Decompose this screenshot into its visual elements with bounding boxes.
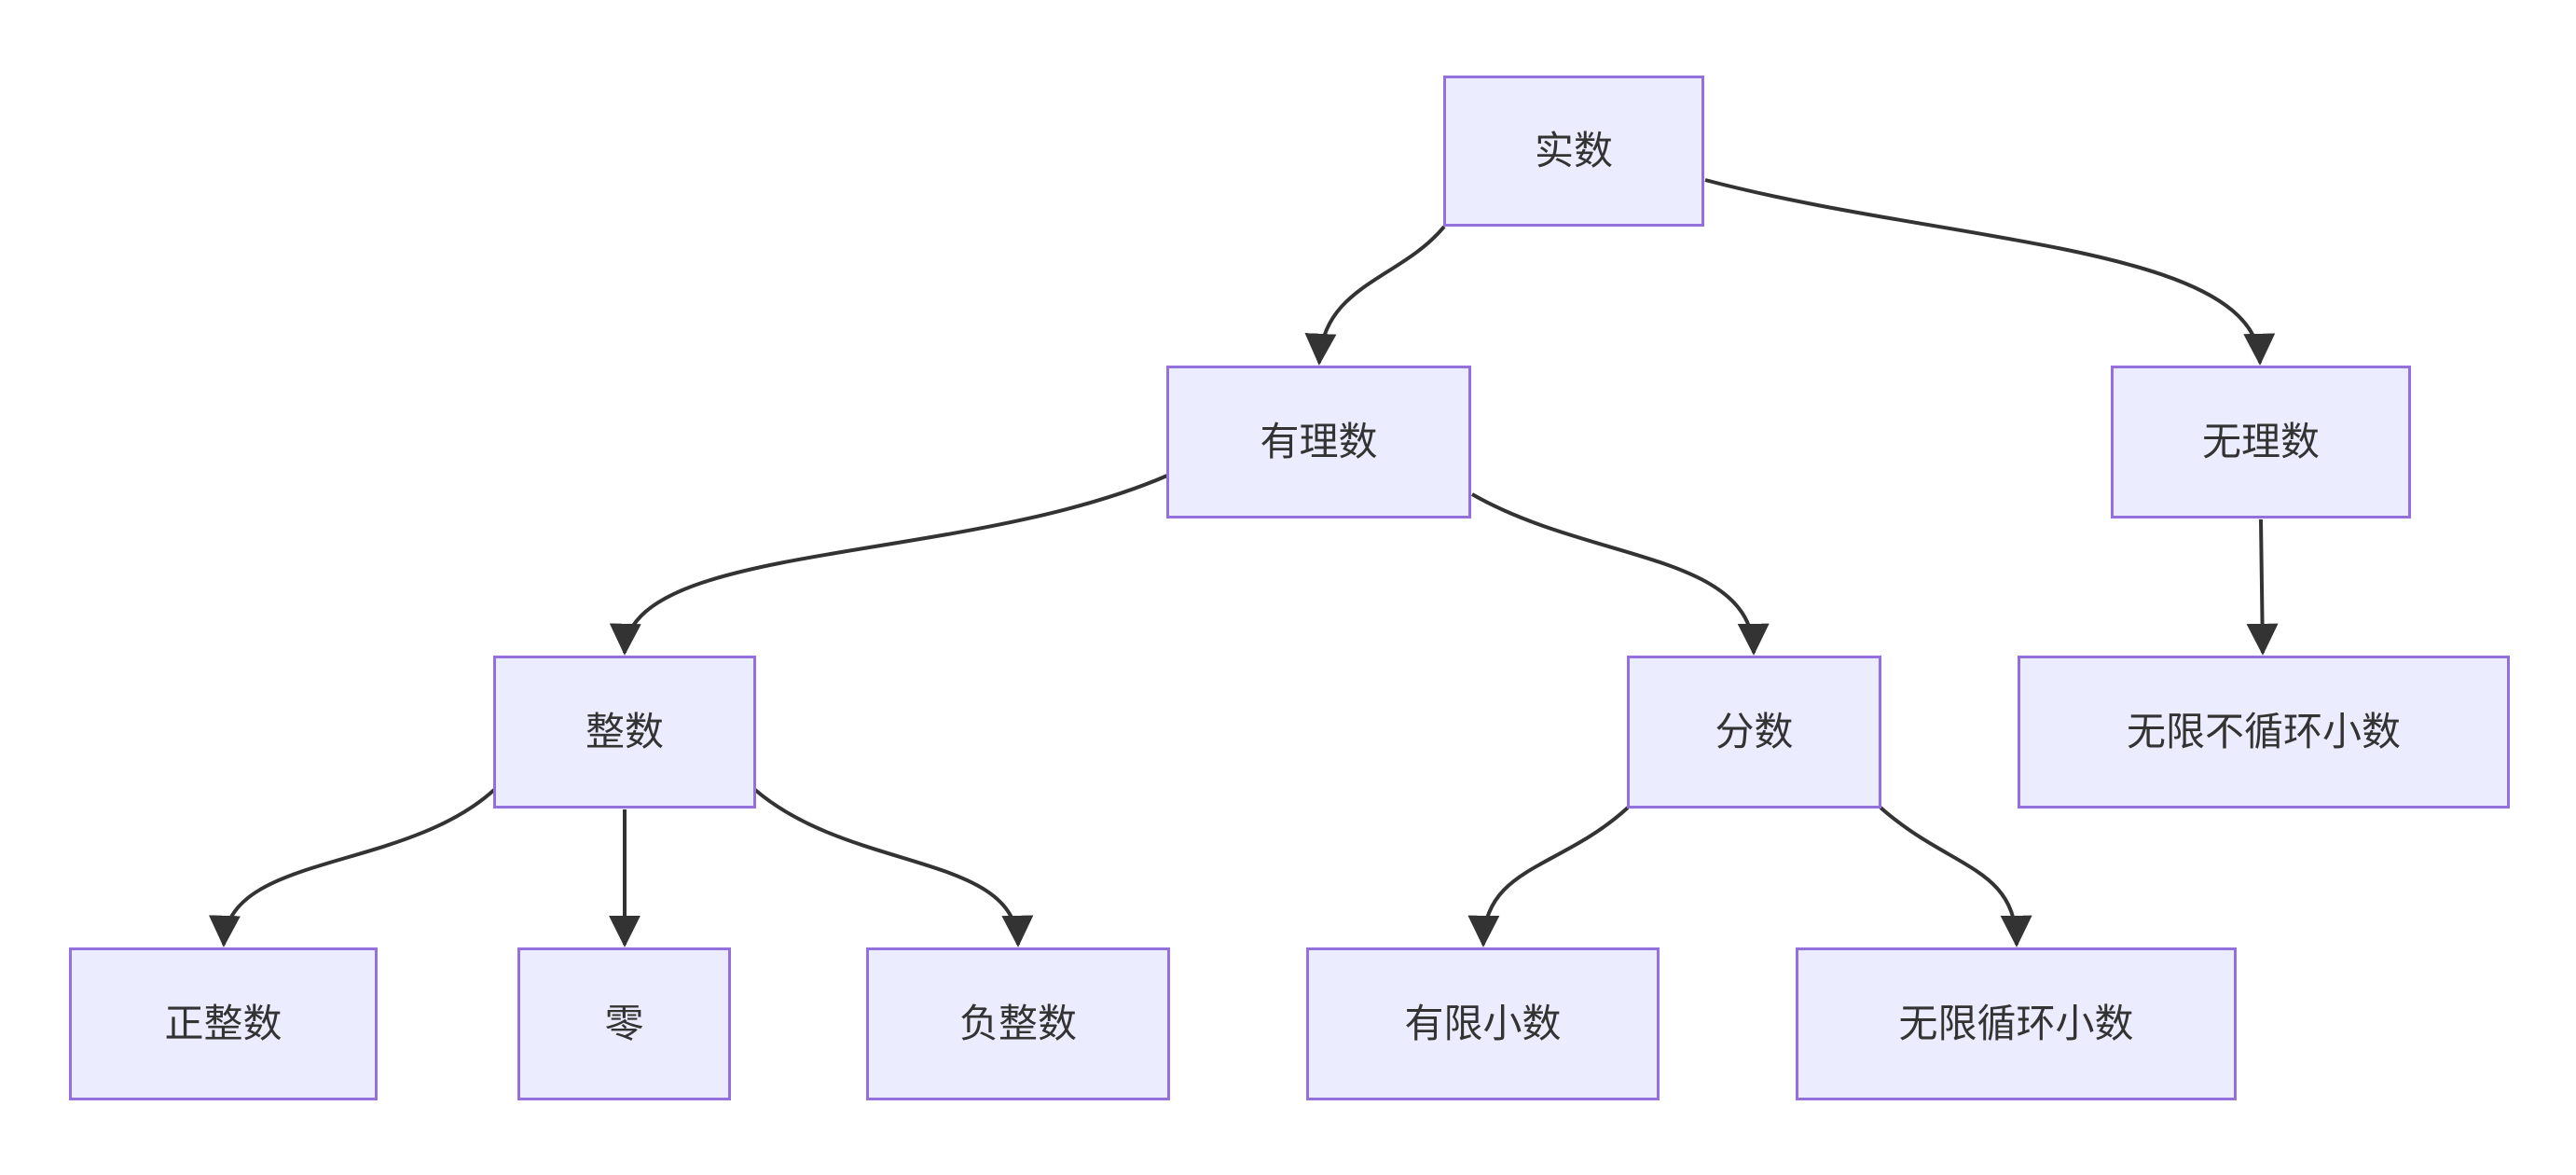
edge-fractions-to-infinite-repeating-decimals	[1879, 806, 2032, 947]
edge-rational-numbers-to-fractions	[1471, 492, 1770, 656]
node-fractions: 分数	[1627, 656, 1881, 809]
edge-real-numbers-to-irrational-numbers	[1704, 178, 2276, 366]
edge-irrational-numbers-to-infinite-non-repeating-decimals	[2246, 518, 2279, 656]
node-label-infinite-repeating-decimals: 无限循环小数	[1898, 1001, 2134, 1045]
edge-integers-to-positive-integers	[209, 788, 496, 947]
node-negative-integers: 负整数	[866, 947, 1170, 1100]
node-label-fractions: 分数	[1715, 709, 1794, 753]
node-label-positive-integers: 正整数	[164, 1001, 282, 1045]
edge-real-numbers-to-rational-numbers	[1304, 225, 1446, 366]
node-infinite-repeating-decimals: 无限循环小数	[1796, 947, 2237, 1100]
node-finite-decimals: 有限小数	[1306, 947, 1660, 1100]
node-label-real-numbers: 实数	[1534, 128, 1613, 173]
edge-rational-numbers-to-integers	[609, 474, 1168, 656]
node-positive-integers: 正整数	[69, 947, 378, 1100]
node-label-negative-integers: 负整数	[958, 1001, 1077, 1045]
node-infinite-non-repeating-decimals: 无限不循环小数	[2018, 656, 2510, 809]
node-label-zero: 零	[604, 1001, 644, 1045]
node-integers: 整数	[493, 656, 756, 809]
node-label-irrational-numbers: 无理数	[2201, 419, 2320, 463]
node-zero: 零	[517, 947, 731, 1100]
node-real-numbers: 实数	[1443, 76, 1704, 227]
edge-fractions-to-finite-decimals	[1467, 806, 1630, 947]
node-label-rational-numbers: 有理数	[1260, 419, 1378, 463]
node-label-integers: 整数	[585, 709, 664, 753]
node-rational-numbers: 有理数	[1166, 366, 1471, 518]
edge-integers-to-negative-integers	[753, 788, 1034, 947]
node-label-infinite-non-repeating-decimals: 无限不循环小数	[2126, 709, 2401, 753]
node-label-finite-decimals: 有限小数	[1404, 1001, 1562, 1045]
node-irrational-numbers: 无理数	[2111, 366, 2411, 518]
